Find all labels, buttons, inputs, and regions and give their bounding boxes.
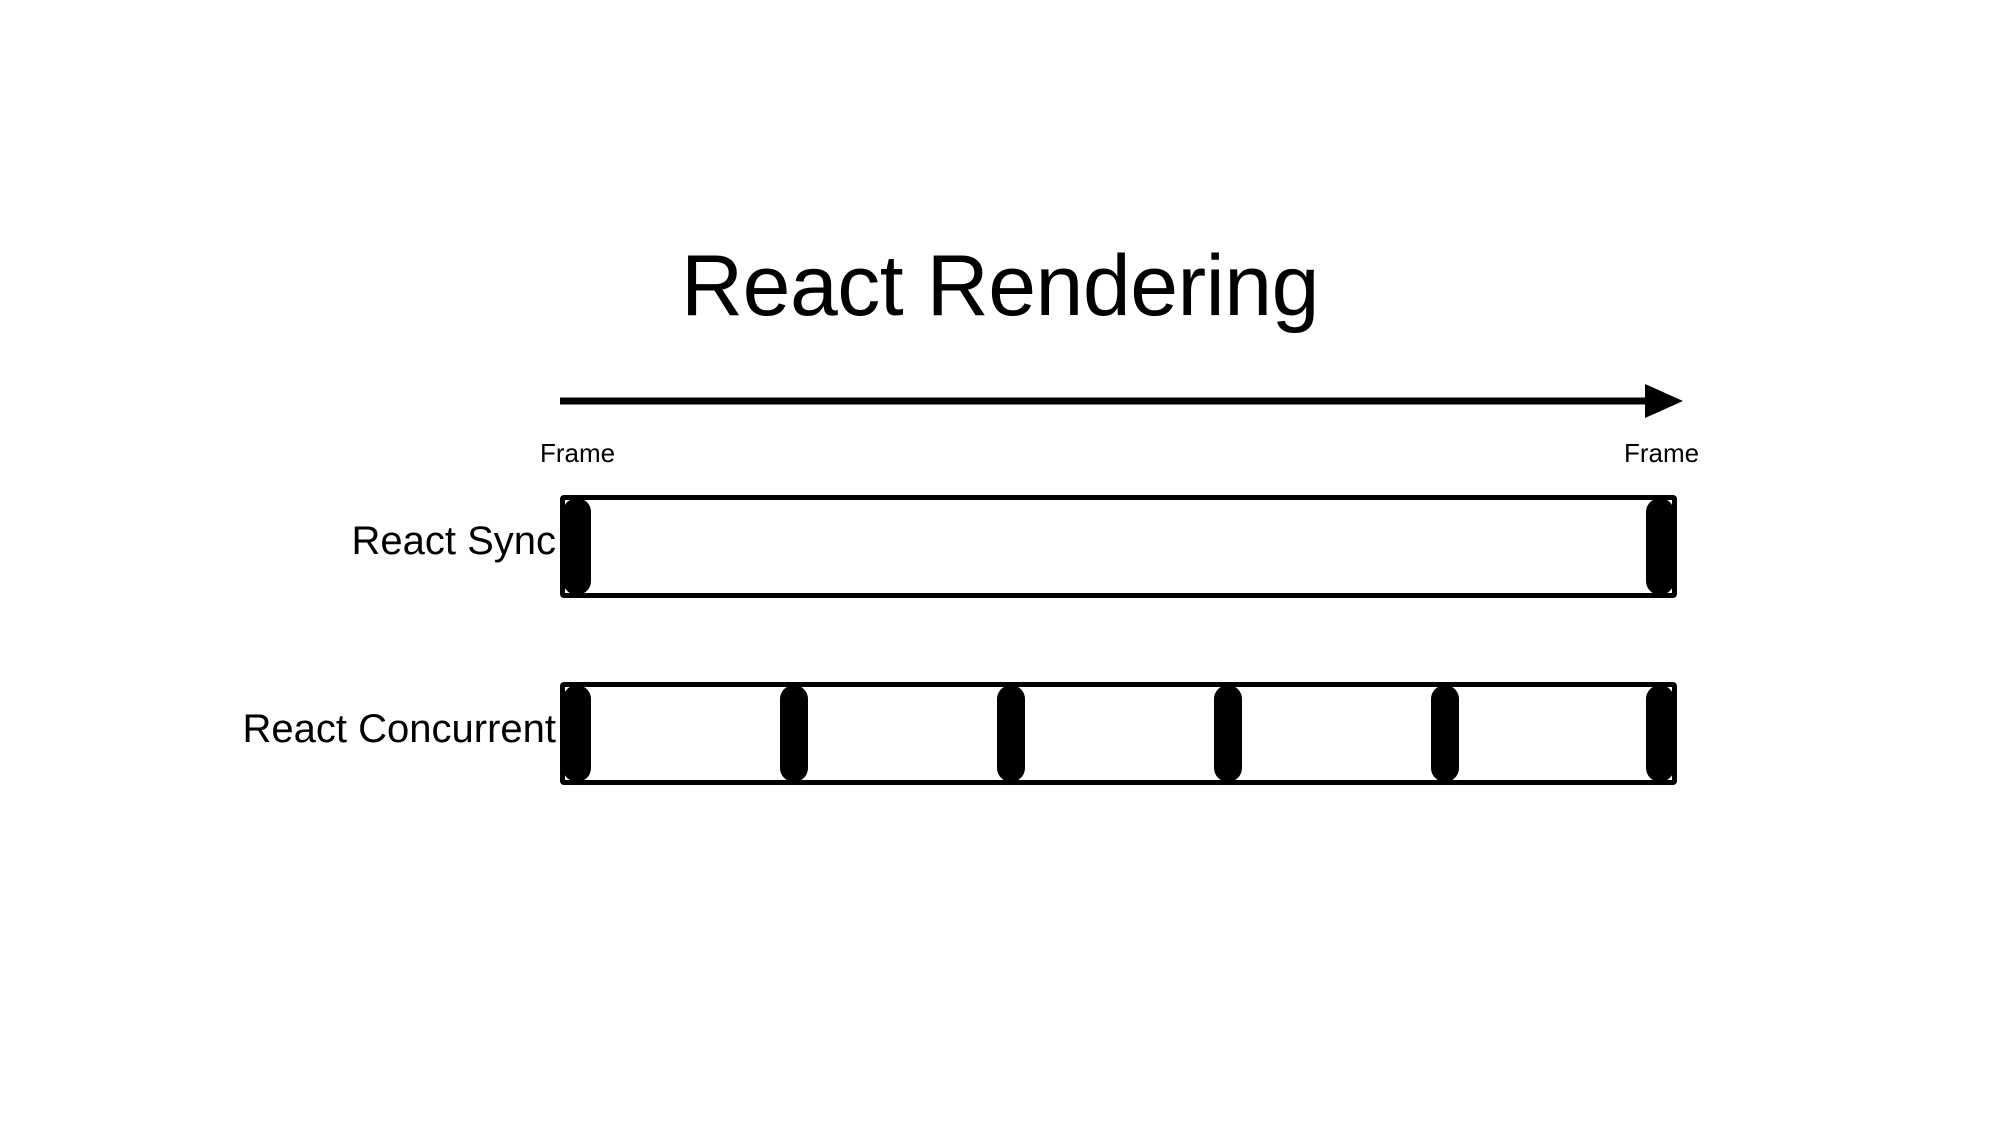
timeline-track-react-concurrent xyxy=(560,682,1677,785)
frame-tick xyxy=(563,685,591,782)
frame-tick xyxy=(1214,685,1242,782)
frame-label-right: Frame xyxy=(1624,438,1700,468)
page-title: React Rendering xyxy=(681,238,1319,334)
row-label-react-sync: React Sync xyxy=(351,519,556,563)
frame-tick xyxy=(997,685,1025,782)
frame-label-left: Frame xyxy=(540,438,616,468)
frame-tick xyxy=(780,685,808,782)
frame-tick xyxy=(563,498,591,595)
timeline-track-react-sync xyxy=(560,495,1677,598)
frame-tick xyxy=(1646,685,1674,782)
time-axis-arrow xyxy=(560,384,1683,418)
row-label-react-concurrent: React Concurrent xyxy=(242,707,556,751)
frame-tick xyxy=(1431,685,1459,782)
frame-tick xyxy=(1646,498,1674,595)
arrow-right-icon xyxy=(1645,384,1683,418)
